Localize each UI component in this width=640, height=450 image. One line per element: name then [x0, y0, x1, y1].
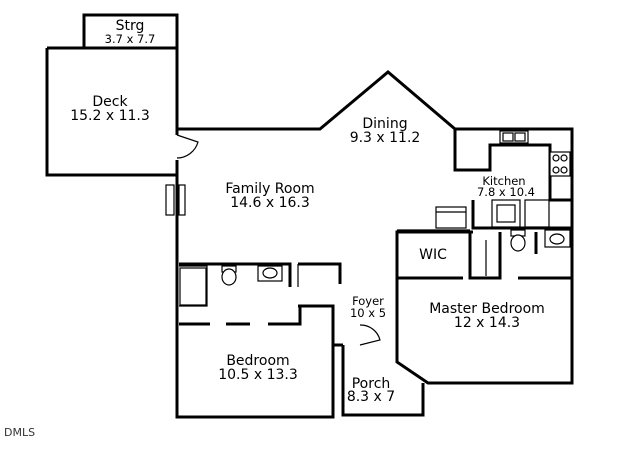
bedroom-dims: 10.5 x 13.3 — [218, 367, 298, 383]
foyer-dims: 10 x 5 — [350, 306, 386, 320]
family-room-window — [165, 184, 186, 216]
room-label-wic: WIC — [419, 247, 447, 263]
storage-dims: 3.7 x 7.7 — [105, 32, 156, 46]
room-label-storage: Strg 3.7 x 7.7 — [105, 18, 156, 46]
room-label-bedroom: Bedroom 10.5 x 13.3 — [218, 353, 298, 383]
master-dims: 12 x 14.3 — [454, 315, 520, 331]
master-sink-icon — [544, 229, 571, 248]
room-label-foyer: Foyer 10 x 5 — [350, 294, 386, 320]
hall-bath — [179, 262, 342, 307]
outer-walls — [175, 70, 574, 419]
family-dims: 14.6 x 16.3 — [230, 195, 310, 211]
bathtub-icon — [179, 267, 207, 306]
room-label-family: Family Room 14.6 x 16.3 — [225, 181, 314, 211]
master-suite-walls — [395, 229, 572, 315]
foyer-name: Foyer — [352, 294, 384, 308]
hall-toilet-icon — [221, 265, 237, 286]
room-label-master: Master Bedroom 12 x 14.3 — [429, 301, 545, 331]
storage-name: Strg — [116, 18, 145, 34]
kitchen-fixtures — [435, 129, 572, 230]
deck-door-swing — [176, 134, 199, 159]
dining-dims: 9.3 x 11.2 — [350, 130, 421, 146]
deck-dims: 15.2 x 11.3 — [70, 108, 150, 124]
room-label-dining: Dining 9.3 x 11.2 — [350, 116, 421, 146]
bedroom-walls — [179, 304, 381, 347]
deck-name: Deck — [92, 94, 128, 110]
room-label-porch: Porch 8.3 x 7 — [347, 376, 395, 405]
porch-name: Porch — [352, 376, 391, 392]
stove-icon — [549, 151, 571, 177]
dishwasher-icon — [435, 206, 467, 229]
room-label-kitchen: Kitchen 7.8 x 10.4 — [477, 174, 535, 199]
dmls-watermark: DMLS — [4, 426, 35, 439]
dining-name: Dining — [362, 116, 407, 132]
porch-dims: 8.3 x 7 — [347, 389, 395, 405]
room-label-deck: Deck 15.2 x 11.3 — [70, 94, 150, 124]
wic-name: WIC — [419, 247, 447, 263]
porch-door-swing — [359, 324, 381, 346]
master-name: Master Bedroom — [429, 301, 545, 317]
storage-room — [82, 13, 179, 48]
family-name: Family Room — [225, 181, 314, 197]
bedroom-name: Bedroom — [226, 353, 289, 369]
kitchen-name: Kitchen — [482, 174, 525, 188]
master-toilet-icon — [510, 229, 526, 252]
kitchen-dims: 7.8 x 10.4 — [477, 185, 535, 199]
